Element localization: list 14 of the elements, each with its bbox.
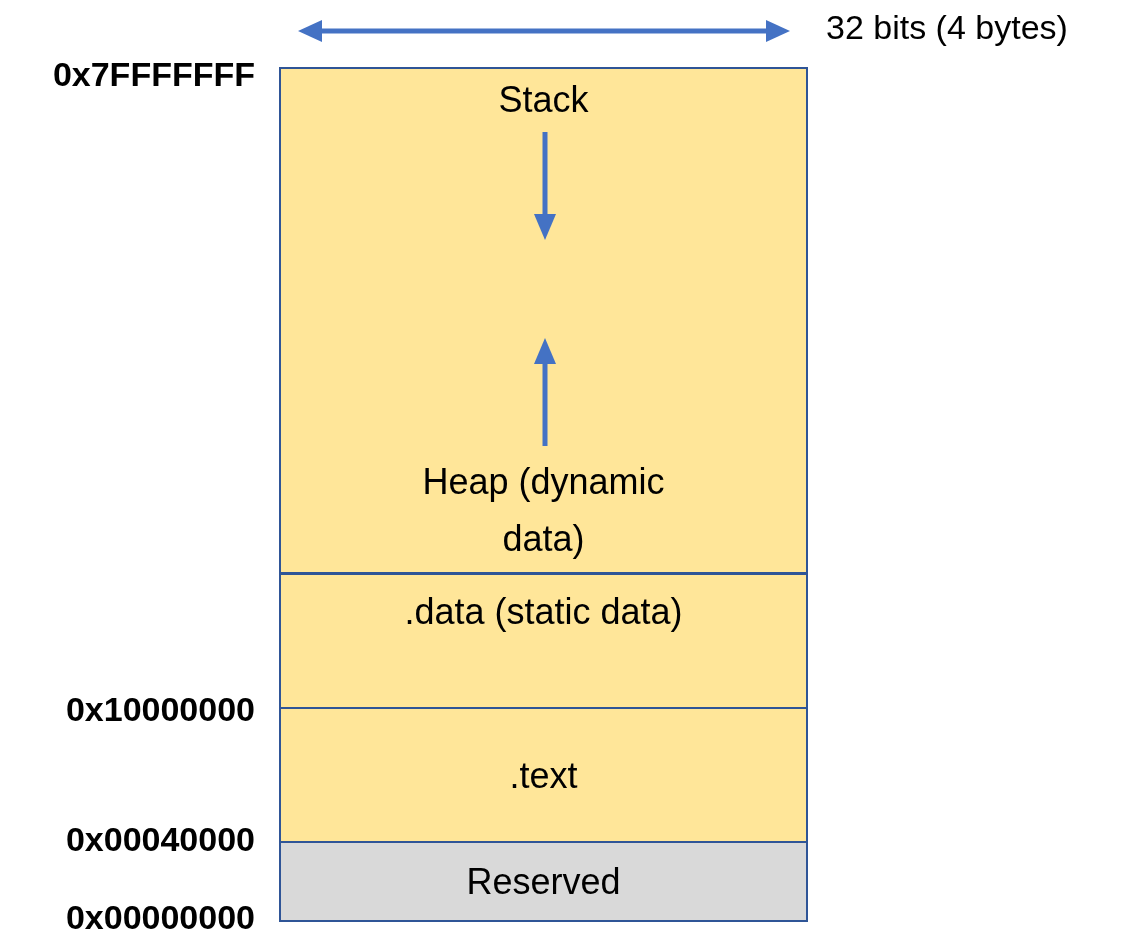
memory-segment bbox=[279, 67, 808, 574]
memory-segment bbox=[279, 841, 808, 922]
segment-label: .data (static data) bbox=[403, 590, 684, 634]
address-label: 0x00000000 bbox=[64, 898, 255, 937]
segment-label: .text bbox=[508, 754, 579, 798]
address-label: 0x00040000 bbox=[64, 820, 255, 859]
memory-segment bbox=[279, 707, 808, 843]
segment-label: Heap (dynamic data) bbox=[421, 460, 666, 561]
segment-label: Stack bbox=[497, 78, 590, 122]
width-label: 32 bits (4 bytes) bbox=[826, 8, 1068, 47]
segment-label: Reserved bbox=[465, 860, 622, 904]
memory-segment bbox=[279, 573, 808, 709]
address-label: 0x10000000 bbox=[64, 690, 255, 729]
address-label: 0x7FFFFFFF bbox=[51, 55, 255, 94]
